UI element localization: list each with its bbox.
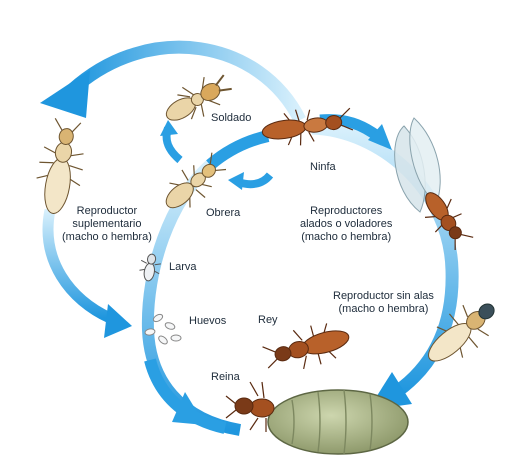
queen-termite-icon <box>225 381 409 455</box>
arrow-nymph-to-supplementary <box>40 40 306 123</box>
wingless-reproductive-icon <box>428 303 495 362</box>
label-reproductores-alados: Reproductores alados o voladores (macho … <box>300 205 392 244</box>
label-reproductor-suplementario-line-3: (macho o hembra) <box>62 231 152 243</box>
label-reproductor-suplementario-line-1: Reproductor <box>76 205 138 217</box>
label-reproductores-alados-line-3: (macho o hembra) <box>301 231 392 243</box>
label-obrera: Obrera <box>206 207 241 219</box>
soldier-termite-icon <box>165 74 232 121</box>
label-soldado: Soldado <box>211 112 252 124</box>
label-reproductores-alados-line-2: alados o voladores <box>300 218 393 230</box>
arrow-to-queen <box>144 358 227 434</box>
eggs-icon <box>144 313 182 345</box>
supplementary-reproductive-icon <box>36 118 84 214</box>
king-termite-icon <box>262 323 350 370</box>
label-reproductor-suplementario: Reproductor suplementario (macho o hembr… <box>62 205 152 244</box>
label-reproductor-sin-alas-line-2: (macho o hembra) <box>338 303 429 315</box>
winged-reproductive-icon <box>394 117 474 250</box>
label-reproductor-sin-alas: Reproductor sin alas (macho o hembra) <box>333 290 434 316</box>
label-reproductores-alados-line-1: Reproductores <box>310 205 383 217</box>
nymph-termite-icon <box>261 107 354 146</box>
label-reproductor-sin-alas-line-1: Reproductor sin alas <box>333 290 434 302</box>
label-reina: Reina <box>211 371 240 383</box>
label-rey: Rey <box>258 314 278 326</box>
label-larva: Larva <box>169 261 197 273</box>
label-ninfa: Ninfa <box>310 161 336 173</box>
label-reproductor-suplementario-line-2: suplementario <box>72 218 142 230</box>
arrow-supplementary-to-eggs <box>42 208 132 338</box>
arrow-worker-to-soldier <box>160 120 183 164</box>
label-huevos: Huevos <box>189 315 227 327</box>
larva-icon <box>139 253 161 282</box>
arrow-nymph-to-worker <box>228 172 274 190</box>
worker-termite-icon <box>165 152 227 209</box>
